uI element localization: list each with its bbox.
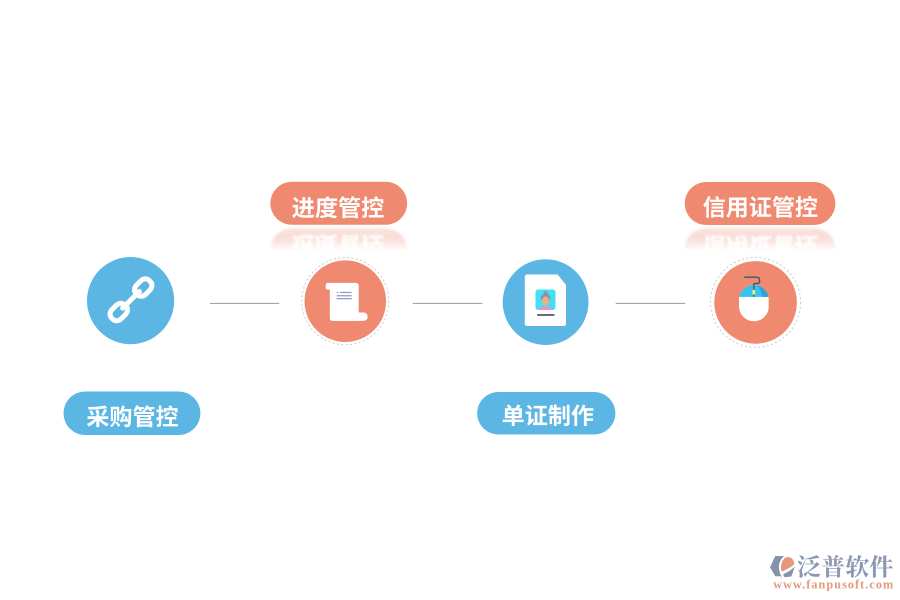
svg-text:www.fanpusoft.com: www.fanpusoft.com [773, 577, 893, 591]
